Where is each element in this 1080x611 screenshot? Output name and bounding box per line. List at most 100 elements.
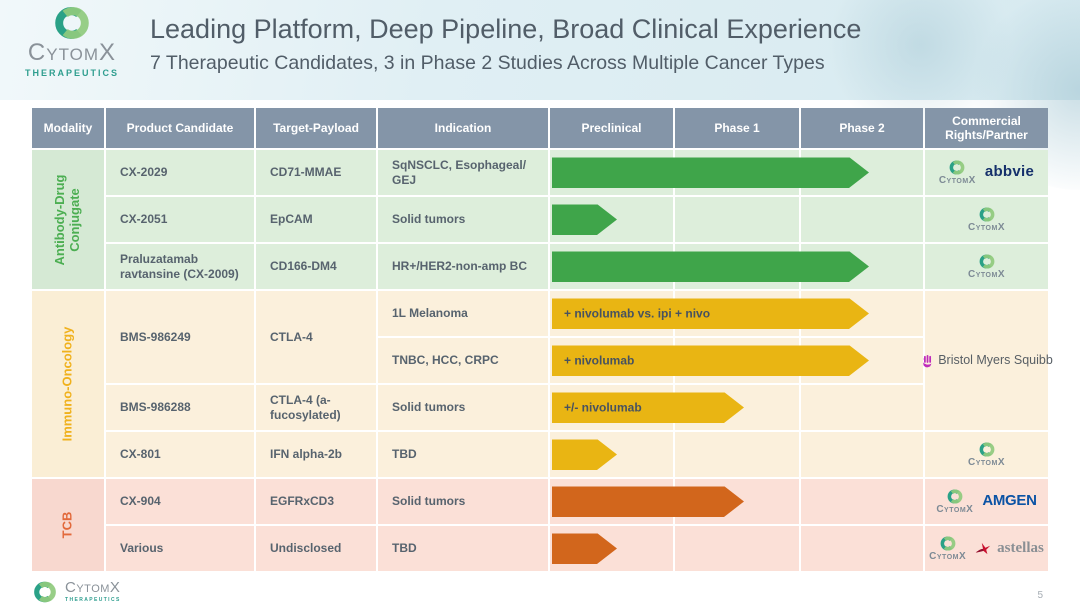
stage-cell: + nivolumab vs. ipi + nivo <box>550 291 923 336</box>
cytomx-partner-logo: CytomX <box>968 207 1005 233</box>
indication-text: SqNSCLC, Esophageal/ GEJ <box>392 157 527 187</box>
product-name: Various <box>120 541 164 555</box>
target-name: CTLA-4 <box>270 329 313 344</box>
amgen-logo: AMGEN <box>982 492 1037 510</box>
target-cell: IFN alpha-2b <box>256 432 376 477</box>
indication-text: Solid tumors <box>392 212 466 226</box>
stage-cell <box>550 197 923 242</box>
indication-text: HR+/HER2-non-amp BC <box>392 259 528 273</box>
arrow-combo-label: +/- nivolumab <box>564 400 642 414</box>
indication-text: TBD <box>392 447 417 461</box>
slide-titles: Leading Platform, Deep Pipeline, Broad C… <box>150 13 861 76</box>
cytomx-partner-logo: CytomX <box>968 254 1005 280</box>
target-name: CTLA-4 (a-fucosylated) <box>270 392 341 422</box>
indication-text: Solid tumors <box>392 494 466 508</box>
col-header-phase1: Phase 1 <box>675 108 799 148</box>
astellas-logo: astellas <box>997 540 1044 557</box>
target-cell: EpCAM <box>256 197 376 242</box>
slide-title: Leading Platform, Deep Pipeline, Broad C… <box>150 14 862 44</box>
arrow-combo-label: + nivolumab <box>564 353 635 367</box>
product-name: BMS-986288 <box>120 400 191 414</box>
product-cell: BMS-986288 <box>106 385 254 430</box>
target-cell: Undisclosed <box>256 526 376 571</box>
product-name: CX-801 <box>120 447 161 461</box>
target-cell: CTLA-4 <box>256 291 376 383</box>
product-name: CX-2029 <box>120 165 168 179</box>
cytomx-butterfly-icon <box>979 207 994 221</box>
partner-cell: CytomX AMGEN <box>925 479 1048 524</box>
footer-cytomx-logo: CytomX THERAPEUTICS <box>30 580 121 603</box>
col-header-target: Target-Payload <box>256 108 376 148</box>
arrow-combo-label: + nivolumab vs. ipi + nivo <box>564 306 711 320</box>
cytomx-butterfly-icon <box>940 536 956 550</box>
partner-cell: CytomX <box>925 197 1048 242</box>
stage-cell: + nivolumab <box>550 338 923 383</box>
col-header-product: Product Candidate <box>106 108 254 148</box>
indication-text: Solid tumors <box>392 400 466 414</box>
modality-label-tcb: TCB <box>59 511 75 539</box>
page-number: 5 <box>1037 590 1043 601</box>
target-cell: CD166-DM4 <box>256 244 376 289</box>
partner-cell: CytomX <box>925 244 1048 289</box>
phase-progress-arrow: + nivolumab <box>552 345 869 376</box>
cytomx-partner-logo: CytomX <box>936 489 973 515</box>
cytomx-butterfly-icon <box>947 489 963 503</box>
stage-cell: +/- nivolumab <box>550 385 923 430</box>
modality-label-adc: Antibody-Drug Conjugate <box>52 174 82 265</box>
product-cell: Various <box>106 526 254 571</box>
indication-cell: Solid tumors <box>378 197 548 242</box>
target-name: CD166-DM4 <box>270 259 337 273</box>
target-name: CD71-MMAE <box>270 165 342 179</box>
stage-cell <box>550 479 923 524</box>
cytomx-sub-wordmark: THERAPEUTICS <box>24 68 119 78</box>
product-name: BMS-986249 <box>120 329 191 344</box>
table-body: Antibody-Drug Conjugate Immuno-Oncology … <box>32 150 1053 571</box>
cytomx-partner-logo: CytomX <box>929 536 966 562</box>
indication-text: TBD <box>392 541 417 555</box>
target-name: IFN alpha-2b <box>270 447 343 461</box>
indication-text: TNBC, HCC, CRPC <box>392 353 499 367</box>
stage-cell <box>550 526 923 571</box>
indication-cell: TNBC, HCC, CRPC <box>378 338 548 383</box>
indication-cell: SqNSCLC, Esophageal/ GEJ <box>378 150 548 195</box>
cytomx-partner-logo: CytomX <box>939 160 976 186</box>
phase-progress-arrow <box>552 439 617 470</box>
indication-cell: TBD <box>378 526 548 571</box>
modality-cell-adc: Antibody-Drug Conjugate <box>32 150 104 289</box>
phase-progress-arrow <box>552 533 617 564</box>
indication-cell: HR+/HER2-non-amp BC <box>378 244 548 289</box>
abbvie-logo: abbvie <box>984 163 1035 181</box>
phase-progress-arrow: +/- nivolumab <box>552 392 744 423</box>
col-header-preclinical: Preclinical <box>550 108 673 148</box>
target-cell: CD71-MMAE <box>256 150 376 195</box>
modality-cell-tcb: TCB <box>32 479 104 571</box>
cytomx-sub-wordmark: THERAPEUTICS <box>65 597 121 603</box>
cytomx-butterfly-icon <box>949 160 965 174</box>
cytomx-butterfly-icon <box>979 254 994 268</box>
pipeline-table: Modality Product Candidate Target-Payloa… <box>32 108 1053 571</box>
table-header-row: Modality Product Candidate Target-Payloa… <box>32 108 1048 148</box>
product-cell: Praluzatamab ravtansine (CX-2009) <box>106 244 254 289</box>
target-name: EGFRxCD3 <box>270 494 335 508</box>
astellas-star-icon <box>975 542 991 555</box>
target-cell: CTLA-4 (a-fucosylated) <box>256 385 376 430</box>
bristol-myers-squibb-logo: Bristol Myers Squibb <box>920 353 1053 369</box>
product-cell: BMS-986249 <box>106 291 254 383</box>
stage-cell <box>550 432 923 477</box>
product-name: Praluzatamab ravtansine (CX-2009) <box>120 251 239 281</box>
target-name: EpCAM <box>270 212 313 226</box>
indication-cell: Solid tumors <box>378 479 548 524</box>
modality-cell-io: Immuno-Oncology <box>32 291 104 477</box>
stage-cell <box>550 150 923 195</box>
slide-subtitle: 7 Therapeutic Candidates, 3 in Phase 2 S… <box>150 51 825 74</box>
partner-cell: CytomX astellas <box>925 526 1048 571</box>
cytomx-logo: CytomX THERAPEUTICS <box>8 6 136 78</box>
col-header-modality: Modality <box>32 108 104 148</box>
phase-progress-arrow <box>552 251 869 282</box>
cytomx-partner-logo: CytomX <box>968 442 1005 468</box>
phase-progress-arrow <box>552 486 744 517</box>
target-name: Undisclosed <box>270 541 342 555</box>
product-cell: CX-2051 <box>106 197 254 242</box>
product-name: CX-904 <box>120 494 161 508</box>
cytomx-wordmark: CytomX <box>65 579 121 596</box>
